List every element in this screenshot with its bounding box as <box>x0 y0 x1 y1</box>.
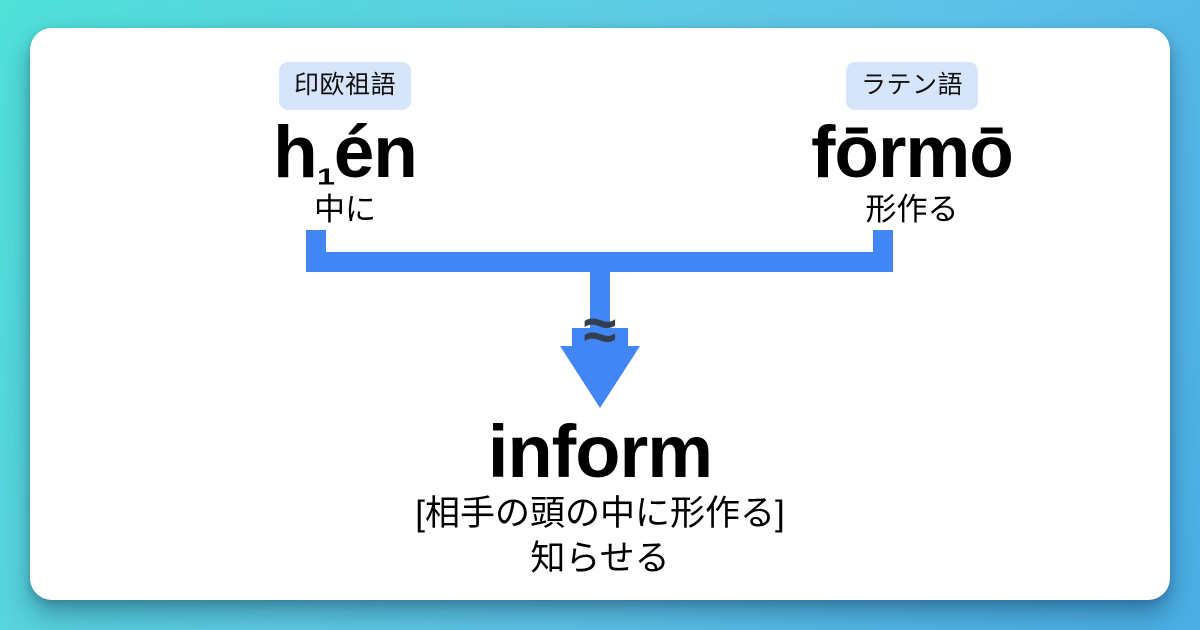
source-term-latin: ラテン語 fōrmō 形作る <box>702 62 1122 228</box>
connector-stem-left <box>306 230 326 272</box>
gloss-right: 形作る <box>865 192 959 228</box>
etymology-card: 印欧祖語 h₁én 中に ラテン語 fōrmō 形作る ≈ inform [相手… <box>30 28 1170 600</box>
result-word: inform <box>487 410 713 493</box>
connector-horizontal-bar <box>306 252 893 272</box>
headword-left-suffix: én <box>333 112 418 193</box>
gloss-left: 中に <box>314 192 376 228</box>
result-block: inform [相手の頭の中に形作る] 知らせる <box>30 413 1170 582</box>
source-term-proto-indo-european: 印欧祖語 h₁én 中に <box>135 62 555 228</box>
language-badge-left: 印欧祖語 <box>278 62 411 110</box>
approximately-equal-icon: ≈ <box>583 296 617 363</box>
connector-stem-right <box>873 230 893 272</box>
headword-left: h₁én <box>135 115 555 193</box>
headword-right: fōrmō <box>811 112 1014 193</box>
language-badge-right: ラテン語 <box>845 62 978 110</box>
headword-left-prefix: h <box>273 112 318 193</box>
result-meaning: 知らせる <box>530 539 670 579</box>
result-literal-meaning: [相手の頭の中に形作る] <box>415 493 785 533</box>
headword-left-subscript: ₁ <box>316 141 336 193</box>
